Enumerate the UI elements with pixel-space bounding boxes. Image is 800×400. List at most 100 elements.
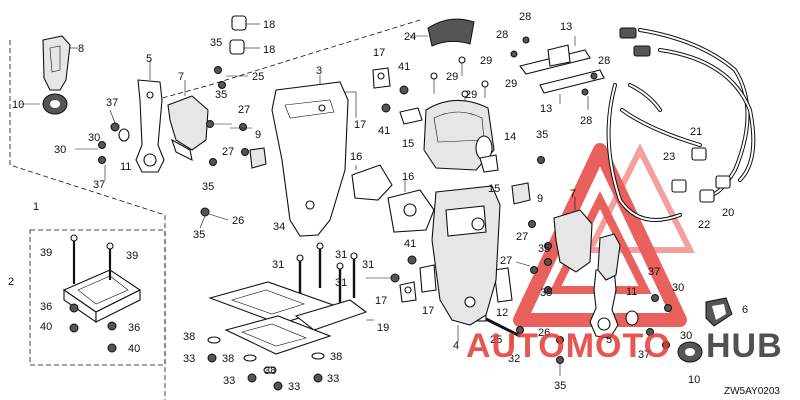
callout-16-left: 16 xyxy=(350,151,362,163)
callout-7-left: 7 xyxy=(178,71,184,83)
callout-35-h: 35 xyxy=(554,380,566,392)
callout-1: 1 xyxy=(33,201,39,213)
callout-18-a: 18 xyxy=(263,19,275,31)
part-plate-19 xyxy=(208,281,374,355)
callout-13-upper: 13 xyxy=(560,21,572,33)
callout-36-b: 36 xyxy=(128,322,140,334)
callout-19: 19 xyxy=(377,322,389,334)
callout-27-b: 27 xyxy=(222,146,234,158)
part-bracket-13-upper xyxy=(519,36,591,75)
callout-39-a: 39 xyxy=(40,247,52,259)
callout-41-c: 41 xyxy=(404,238,416,250)
callout-27-a: 27 xyxy=(238,104,250,116)
callout-38-a: 38 xyxy=(183,331,195,343)
callout-32: 32 xyxy=(508,353,520,365)
watermark-text-b: HUB xyxy=(706,327,783,365)
callout-35-a: 35 xyxy=(210,37,222,49)
part-block-9-left xyxy=(249,147,267,169)
callout-38-c: 38 xyxy=(264,365,276,377)
callout-7-right: 7 xyxy=(570,188,576,200)
callout-33-c: 33 xyxy=(288,381,300,393)
callout-28-d: 28 xyxy=(580,115,592,127)
callout-17-lower-b: 17 xyxy=(422,305,434,317)
callout-35-f: 35 xyxy=(538,243,550,255)
callout-20: 20 xyxy=(722,207,734,219)
part-clip-15-upper xyxy=(399,107,423,125)
base-plate-kit-box xyxy=(29,229,166,366)
callout-40-b: 40 xyxy=(128,343,140,355)
part-gasket-16-right xyxy=(387,180,435,233)
callout-4: 4 xyxy=(453,340,459,352)
callout-16-right: 16 xyxy=(402,171,414,183)
callout-33-a: 33 xyxy=(183,353,195,365)
part-screws-28 xyxy=(510,36,598,110)
callout-29-d: 29 xyxy=(505,78,517,90)
part-body-4 xyxy=(431,185,501,342)
callout-27-c: 27 xyxy=(516,231,528,243)
callout-29-a: 29 xyxy=(446,71,458,83)
part-nuts-41 xyxy=(366,85,417,283)
part-seal-24 xyxy=(410,18,475,47)
callout-29-c: 29 xyxy=(465,89,477,101)
callout-40-a: 40 xyxy=(40,321,52,333)
callout-25-b: 25 xyxy=(490,334,502,346)
part-washer-11-right xyxy=(625,310,639,326)
callout-11-right: 11 xyxy=(626,286,637,298)
callout-37-d: 37 xyxy=(638,349,650,361)
callout-23: 23 xyxy=(663,151,675,163)
part-bracket-13-lower xyxy=(539,69,605,104)
callout-38-b: 38 xyxy=(222,353,234,365)
callout-38-d: 38 xyxy=(330,351,342,363)
callout-33-d: 33 xyxy=(327,373,339,385)
part-bracket-17-lower xyxy=(419,264,437,293)
callout-14: 14 xyxy=(504,131,516,143)
callout-22: 22 xyxy=(698,219,710,231)
callout-labels: 1 2 3 4 5 5 6 7 7 8 9 9 10 10 11 11 12 1… xyxy=(8,11,748,393)
part-clips-17 xyxy=(372,67,417,303)
callout-17-mid: 17 xyxy=(354,119,366,131)
callout-9-left: 9 xyxy=(255,129,261,141)
callout-36-a: 36 xyxy=(40,301,52,313)
part-wire-harness xyxy=(606,27,756,222)
callout-10-right: 10 xyxy=(688,374,700,386)
callout-30-b: 30 xyxy=(54,144,66,156)
part-block-9-right xyxy=(511,182,531,205)
part-nuts-33 xyxy=(207,336,325,391)
callout-37-b: 37 xyxy=(93,179,105,191)
callout-3: 3 xyxy=(316,65,322,77)
callout-9-right: 9 xyxy=(537,193,543,205)
callout-28-b: 28 xyxy=(496,29,508,41)
callout-39-b: 39 xyxy=(126,250,138,262)
callout-37-a: 37 xyxy=(106,97,118,109)
callout-24: 24 xyxy=(404,31,416,43)
part-bracket-7-left xyxy=(167,80,209,161)
callout-2: 2 xyxy=(8,276,14,288)
callout-27-d: 27 xyxy=(500,255,512,267)
callout-41-b: 41 xyxy=(378,125,390,137)
part-arm-5-right xyxy=(589,267,619,339)
fasteners-right xyxy=(515,156,672,376)
callout-33-b: 33 xyxy=(223,375,235,387)
callout-12: 12 xyxy=(496,307,508,319)
part-clip-15-lower xyxy=(479,154,499,173)
callout-41-a: 41 xyxy=(398,61,410,73)
watermark-text: AUTOMOTO HUB xyxy=(466,327,783,365)
callout-25-a: 25 xyxy=(252,71,264,83)
inner-boundary xyxy=(154,19,421,101)
callout-35-e: 35 xyxy=(536,129,548,141)
callout-18-b: 18 xyxy=(263,44,275,56)
part-cover-3 xyxy=(271,75,357,237)
watermark-text-a: AUTOMOTO xyxy=(466,327,671,365)
callout-10-left: 10 xyxy=(12,99,24,111)
diagram-code: ZW5AY0203 xyxy=(724,386,780,397)
callout-29-b: 29 xyxy=(480,55,492,67)
part-base-plate-kit xyxy=(62,234,142,353)
fasteners-left xyxy=(75,66,252,229)
part-bracket-7-right xyxy=(553,197,593,273)
callout-5-right: 5 xyxy=(606,334,612,346)
callout-31-a: 31 xyxy=(272,259,284,271)
callout-30-c: 30 xyxy=(672,282,684,294)
callout-35-b: 35 xyxy=(215,89,227,101)
callout-35-d: 35 xyxy=(193,229,205,241)
